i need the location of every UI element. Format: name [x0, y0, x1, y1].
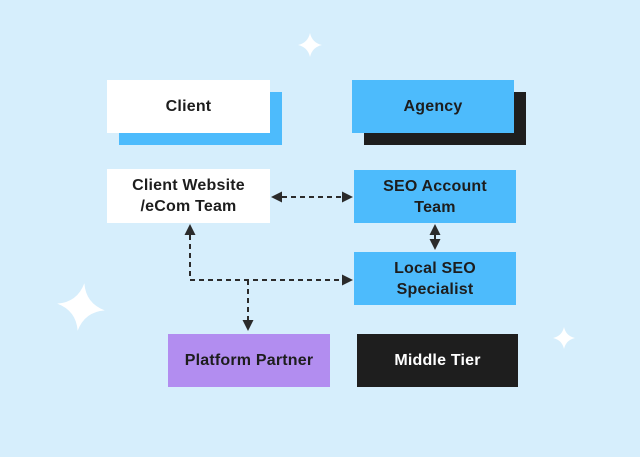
node-client: Client	[107, 80, 270, 133]
node-client-website-line1: Client Website	[132, 177, 245, 194]
arrow-seoaccount-localseo	[429, 224, 441, 250]
arrow-clientwebsite-seoaccount	[271, 191, 353, 203]
node-client-label: Client	[165, 98, 212, 115]
sparkle-icon	[553, 327, 575, 349]
node-client-website: Client Website /eCom Team	[107, 169, 270, 223]
node-agency: Agency	[352, 80, 514, 133]
sparkle-icon	[57, 283, 105, 331]
sparkle-icon	[298, 33, 322, 57]
node-middle-tier: Middle Tier	[357, 334, 518, 387]
node-agency-label: Agency	[403, 98, 463, 115]
node-client-website-line2: /eCom Team	[140, 198, 237, 215]
node-local-seo-specialist: Local SEO Specialist	[354, 252, 516, 305]
node-local-seo-specialist-line2: Specialist	[396, 280, 474, 298]
elbow-connector	[184, 224, 353, 331]
node-platform-partner-label: Platform Partner	[184, 352, 314, 369]
node-seo-account-team: SEO Account Team	[354, 170, 516, 223]
node-local-seo-specialist-line1: Local SEO	[394, 259, 476, 277]
node-platform-partner: Platform Partner	[168, 334, 330, 387]
node-seo-account-team-line2: Team	[414, 198, 456, 216]
node-middle-tier-label: Middle Tier	[394, 352, 481, 369]
node-seo-account-team-line1: SEO Account	[383, 177, 487, 195]
